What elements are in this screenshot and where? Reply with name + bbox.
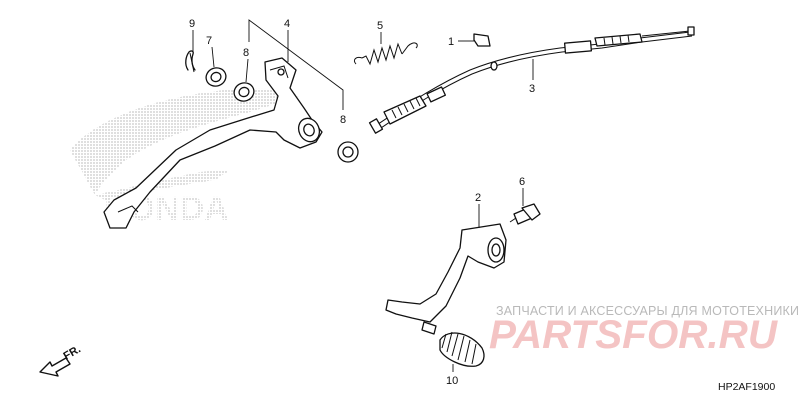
- flange-bolt-part: [509, 203, 541, 225]
- front-direction-arrow-icon: [39, 357, 71, 377]
- callout-2: 2: [475, 192, 481, 204]
- return-spring-part: [353, 42, 418, 66]
- callout-9: 9: [189, 18, 195, 30]
- callout-4: 4: [284, 18, 290, 30]
- diagram-code: HP2AF1900: [718, 381, 775, 393]
- dust-seal-upper-part: [233, 82, 255, 102]
- callout-10: 10: [446, 375, 458, 387]
- callout-7: 7: [206, 35, 212, 47]
- watermark-caption: ЗАПЧАСТИ И АКСЕССУАРЫ ДЛЯ МОТОТЕХНИКИ: [496, 304, 799, 318]
- callout-5: 5: [377, 20, 383, 32]
- cable-clip-part: [473, 33, 491, 47]
- pedal-rubber-part: [439, 331, 485, 367]
- direction-label: FR.: [62, 343, 83, 362]
- brake-pedal-part: [103, 57, 323, 229]
- callout-3: 3: [529, 83, 535, 95]
- callout-8-upper: 8: [243, 47, 249, 59]
- callout-1: 1: [448, 36, 454, 48]
- watermark-brand: PARTSFOR.RU: [489, 313, 778, 357]
- callout-6: 6: [519, 176, 525, 188]
- washer-part: [205, 67, 227, 87]
- cotter-pin-part: [185, 50, 196, 73]
- dust-seal-lower-part: [337, 141, 359, 163]
- callout-8-lower: 8: [340, 114, 346, 126]
- brake-cable-part: [368, 26, 695, 134]
- shift-pedal-part: [385, 223, 507, 335]
